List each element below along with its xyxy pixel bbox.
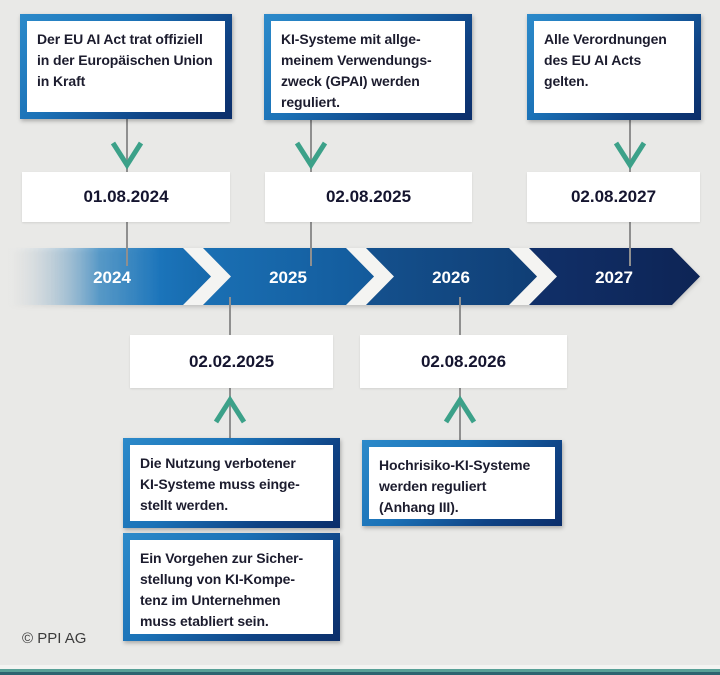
year-label: 2026 xyxy=(432,268,470,287)
year-label: 2024 xyxy=(93,268,131,287)
date-label: 02.08.2027 xyxy=(570,187,657,206)
event-box-ki-kompetenz: Ein Vorgehen zur Sicher- stellung von KI… xyxy=(123,533,340,641)
year-label: 2025 xyxy=(269,268,307,287)
event-box-banned-systems: Die Nutzung verbotener KI-Systeme muss e… xyxy=(123,438,340,528)
footer-divider-light xyxy=(0,665,720,669)
event-box-text: KI-Systeme mit allge- meinem Verwendungs… xyxy=(271,21,465,113)
event-box-text: Die Nutzung verbotener KI-Systeme muss e… xyxy=(130,445,333,521)
date-label: 02.08.2026 xyxy=(420,351,507,371)
date-box: 01.08.2024 xyxy=(22,172,230,222)
date-box: 02.08.2026 xyxy=(360,335,567,388)
date-label: 02.02.2025 xyxy=(188,351,275,371)
event-box-gpai-regulated: KI-Systeme mit allge- meinem Verwendungs… xyxy=(264,14,472,120)
event-box-act-in-force: Der EU AI Act trat offiziell in der Euro… xyxy=(20,14,232,119)
event-box-text: Alle Verordnungen des EU AI Acts gelten. xyxy=(534,21,694,113)
footer-divider-teal xyxy=(0,669,720,672)
chevron-down-icon xyxy=(613,141,647,170)
timeline-segment-2026 xyxy=(366,248,537,305)
segment-gap xyxy=(346,248,394,305)
event-box-high-risk-systems: Hochrisiko-KI-Systeme werden reguliert (… xyxy=(362,440,562,526)
timeline-segment-2027 xyxy=(529,248,700,305)
year-label: 2027 xyxy=(595,268,633,287)
copyright-text: © PPI AG xyxy=(22,630,87,647)
event-box-all-regulations-apply: Alle Verordnungen des EU AI Acts gelten. xyxy=(527,14,701,120)
chevron-down-icon xyxy=(294,141,328,170)
date-box: 02.08.2027 xyxy=(527,172,700,222)
segment-gap xyxy=(509,248,557,305)
date-box: 02.02.2025 xyxy=(130,335,333,388)
timeline-band: 2024 2025 2026 2027 xyxy=(8,248,700,305)
timeline-segment-2024 xyxy=(8,248,211,305)
date-label: 01.08.2024 xyxy=(83,187,169,206)
footer-divider-dark xyxy=(0,672,720,675)
segment-gap xyxy=(183,248,231,305)
event-box-text: Hochrisiko-KI-Systeme werden reguliert (… xyxy=(369,447,555,519)
chevron-down-icon xyxy=(110,141,144,170)
chevron-up-icon xyxy=(213,395,247,424)
timeline-segment-2025 xyxy=(203,248,374,305)
event-box-text: Ein Vorgehen zur Sicher- stellung von KI… xyxy=(130,540,333,634)
date-label: 02.08.2025 xyxy=(325,187,412,206)
event-box-text: Der EU AI Act trat offiziell in der Euro… xyxy=(27,21,225,112)
chevron-up-icon xyxy=(443,395,477,424)
date-box: 02.08.2025 xyxy=(265,172,472,222)
